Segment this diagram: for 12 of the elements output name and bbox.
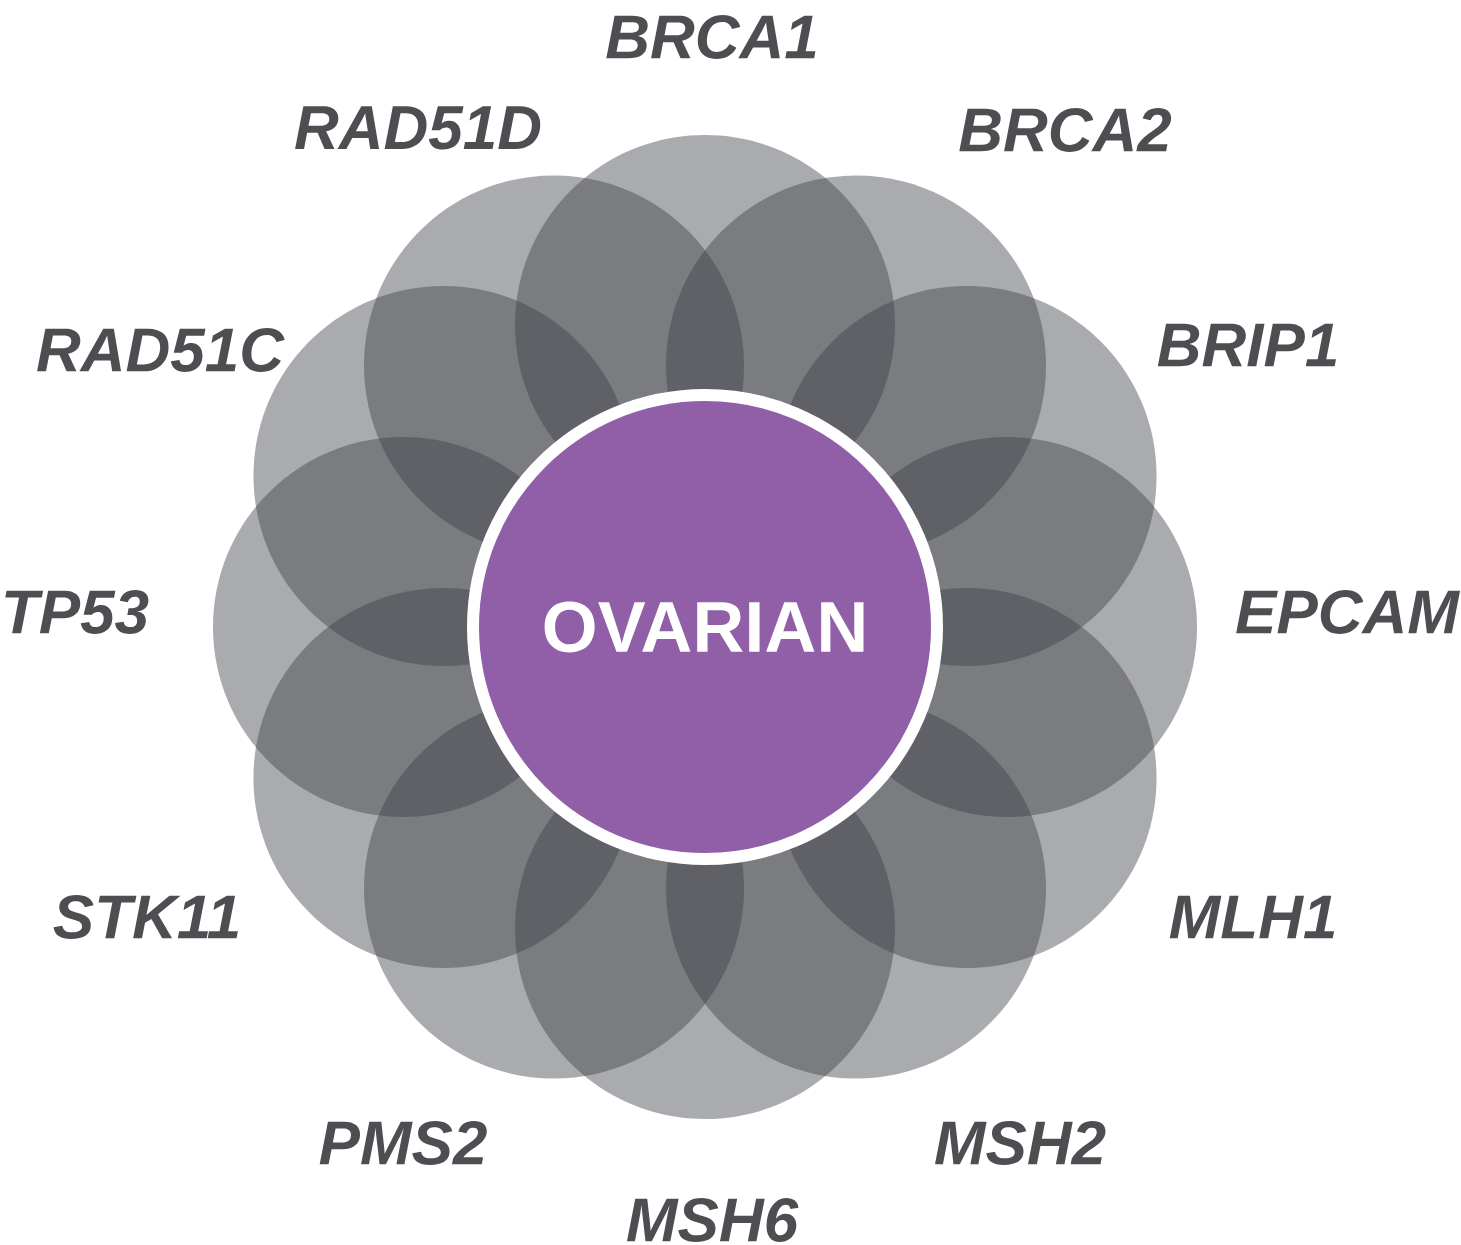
gene-label: PMS2 xyxy=(319,1121,487,1165)
gene-label: RAD51C xyxy=(37,328,285,372)
gene-label: EPCAM xyxy=(1236,590,1461,634)
gene-label: TP53 xyxy=(5,590,149,634)
gene-label: BRCA2 xyxy=(959,108,1172,152)
gene-label: MLH1 xyxy=(1169,895,1335,939)
gene-label: BRCA1 xyxy=(606,15,816,59)
gene-label: MSH2 xyxy=(935,1121,1106,1165)
gene-label: BRIP1 xyxy=(1157,323,1336,367)
gene-label: MSH6 xyxy=(627,1198,799,1242)
gene-label: STK11 xyxy=(53,895,238,939)
gene-label: RAD51D xyxy=(295,106,541,150)
